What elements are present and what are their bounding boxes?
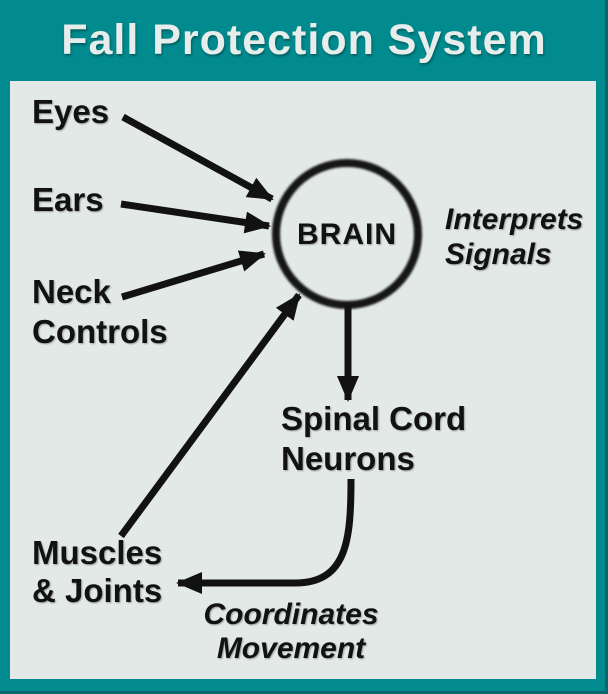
arrow-neck-to-brain (120, 250, 266, 301)
node-label-spinal-cord-neurons: Spinal Cord Neurons (281, 400, 467, 477)
node-label-muscles-joints: Muscles & Joints (32, 534, 163, 609)
arrow-eyes-to-brain (121, 113, 274, 203)
node-label-brain: BRAIN (297, 218, 397, 251)
annotation-interprets-signals: Interprets Signals (445, 203, 584, 271)
node-label-eyes: Eyes (32, 93, 110, 130)
page-title: Fall Protection System (61, 16, 547, 64)
annotation-coordinates-movement: Coordinates Movement (203, 598, 379, 665)
arrow-spinal-to-muscles-curve (176, 478, 355, 594)
node-label-neck-controls: Neck Controls (32, 273, 168, 350)
arrow-ears-to-brain (120, 200, 271, 234)
title-bar: Fall Protection System (0, 0, 608, 81)
arrow-muscles-to-brain (118, 292, 302, 539)
node-label-ears: Ears (32, 181, 104, 218)
